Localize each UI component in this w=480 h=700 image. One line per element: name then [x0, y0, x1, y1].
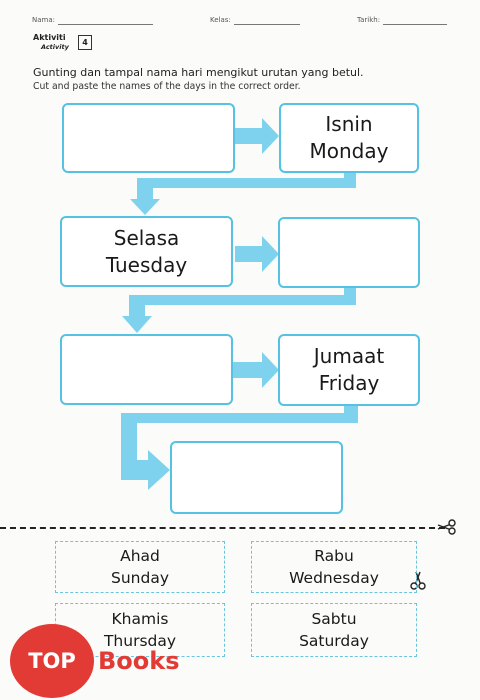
day-box-3[interactable]: Selasa Tuesday: [60, 216, 233, 287]
cutout-2-malay: Rabu: [314, 547, 354, 565]
cutout-4-english: Saturday: [299, 632, 369, 650]
arrow-connector-1: [130, 170, 356, 215]
cutout-3-english: Thursday: [103, 632, 177, 650]
arrow-right-3: [233, 352, 279, 388]
cutout-card-3[interactable]: Khamis Thursday: [55, 603, 225, 657]
cutout-1-malay: Ahad: [120, 547, 160, 565]
arrow-connector-3: [121, 406, 358, 490]
activity-title: Aktiviti: [33, 33, 66, 42]
day-box-6-english: Friday: [318, 371, 380, 395]
day-box-3-english: Tuesday: [105, 252, 188, 277]
arrow-connector-2: [122, 288, 356, 333]
cutout-4-malay: Sabtu: [311, 610, 357, 628]
day-box-3-malay: Selasa: [113, 225, 180, 250]
cutout-2-english: Wednesday: [289, 569, 379, 587]
cutout-3-malay: Khamis: [111, 610, 169, 628]
cutout-1-english: Sunday: [111, 569, 169, 587]
day-box-2-malay: Isnin: [325, 112, 373, 136]
day-box-1[interactable]: [62, 103, 235, 173]
logo-badge: TOP: [10, 624, 94, 698]
date-label: Tarikh:: [357, 16, 381, 24]
cut-line: [0, 527, 445, 529]
instruction-malay: Gunting dan tampal nama hari mengikut ur…: [33, 66, 364, 79]
logo-text: Books: [98, 647, 180, 675]
day-box-4[interactable]: [278, 217, 420, 288]
flow-arrows: [121, 118, 358, 490]
topbooks-logo: TOP Books: [10, 624, 180, 698]
name-label: Nama:: [32, 16, 55, 24]
day-box-6[interactable]: Jumaat Friday: [278, 334, 420, 406]
cutout-card-4[interactable]: Sabtu Saturday: [251, 603, 417, 657]
activity-subtitle: Activity: [41, 43, 69, 51]
scissors-icon: [437, 519, 456, 535]
arrow-right-1: [235, 118, 279, 154]
instruction-english: Cut and paste the names of the days in t…: [33, 81, 301, 92]
day-box-2-english: Monday: [309, 139, 389, 163]
class-line[interactable]: [234, 24, 300, 25]
day-box-6-malay: Jumaat: [313, 344, 385, 368]
activity-heading: Aktiviti Activity: [33, 33, 69, 51]
day-box-7[interactable]: [170, 441, 343, 514]
day-box-5[interactable]: [60, 334, 233, 405]
cutout-card-1[interactable]: Ahad Sunday: [55, 541, 225, 593]
date-line[interactable]: [383, 24, 447, 25]
activity-number: 4: [78, 35, 92, 50]
day-box-2[interactable]: Isnin Monday: [279, 103, 419, 173]
cutout-card-2[interactable]: Rabu Wednesday: [251, 541, 417, 593]
arrow-right-2: [235, 236, 279, 272]
name-line[interactable]: [58, 24, 153, 25]
class-label: Kelas:: [210, 16, 231, 24]
